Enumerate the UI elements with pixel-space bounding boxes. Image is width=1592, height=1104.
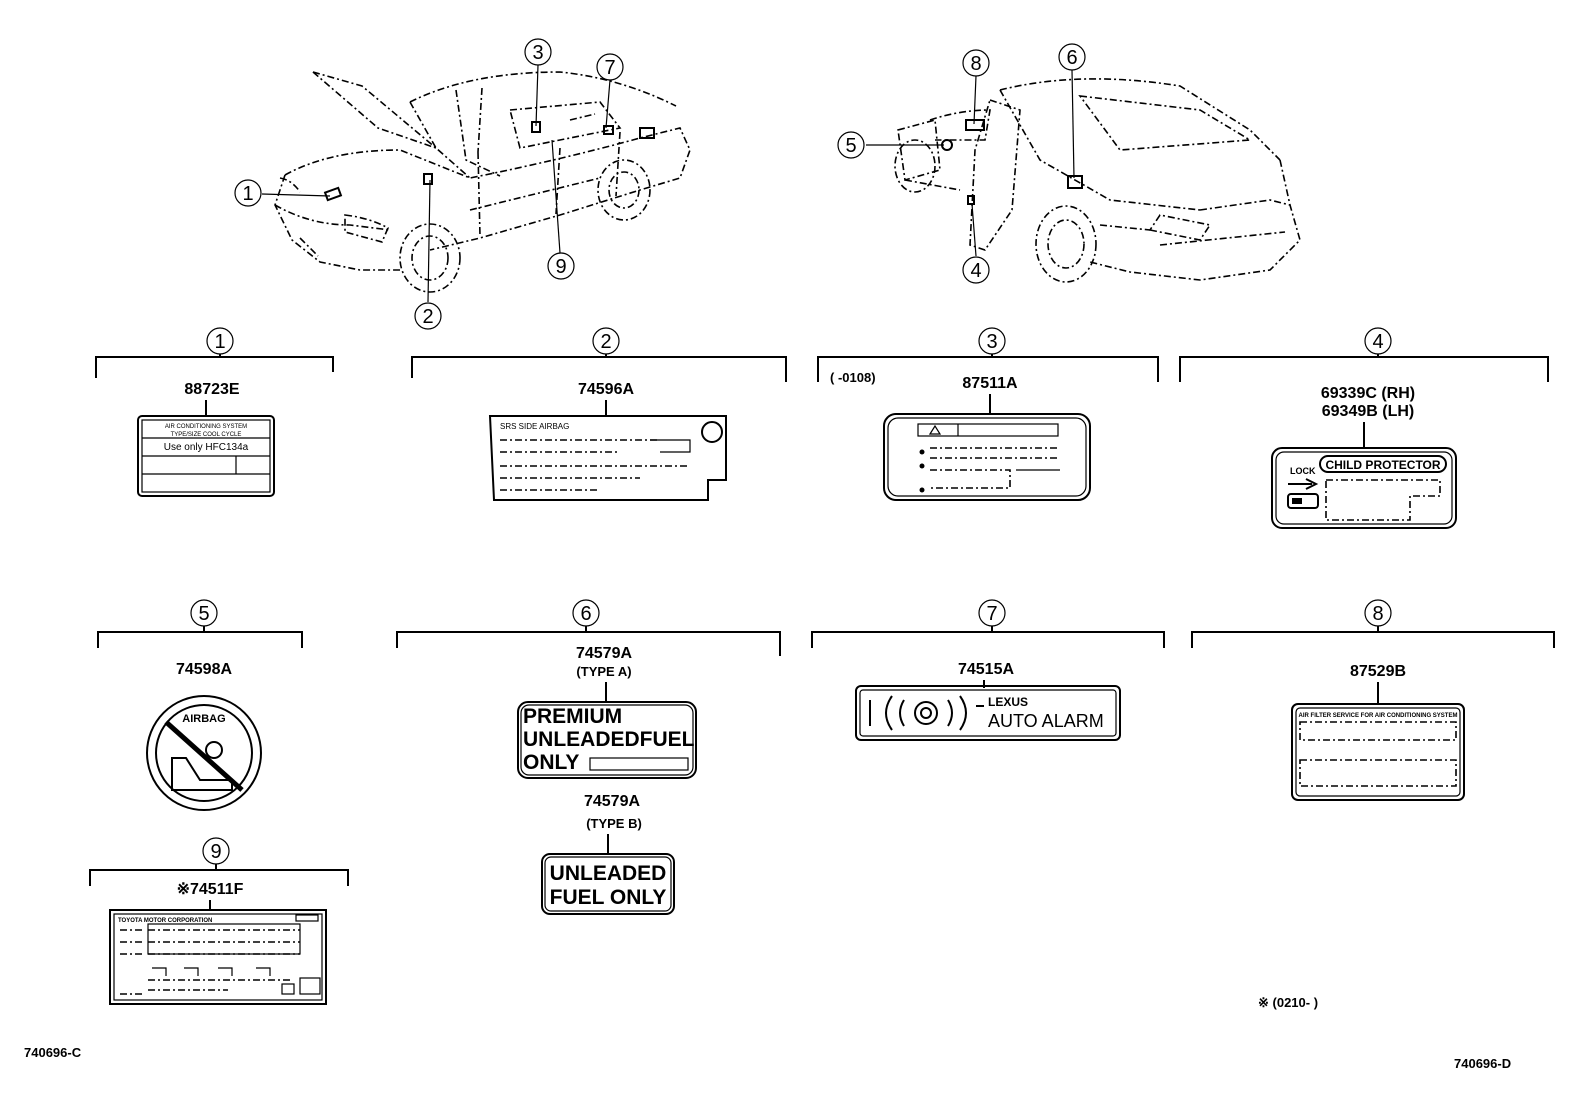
section-6: 6 74579A (TYPE A) PREMIUM UNLEADEDFUEL O… [396,599,781,915]
auto-alarm-label: LEXUS AUTO ALARM [855,685,1121,741]
callout-leaders [261,64,1075,303]
range-note-3: ( -0108) [830,370,876,385]
callout-9-car: 9 [547,252,575,280]
part-number-74579A-type-a: 74579A [576,645,632,662]
warning-label-3 [883,413,1091,501]
part-number-69339C: 69339C (RH) [1321,385,1415,402]
svg-text:TYPE/SIZE COOL CYCLE: TYPE/SIZE COOL CYCLE [171,432,242,438]
part-number-74515A: 74515A [958,661,1014,678]
svg-text:CHILD PROTECTOR: CHILD PROTECTOR [1325,458,1440,472]
svg-text:AIRBAG: AIRBAG [182,713,225,725]
no-airbag-child-seat-label: AIRBAG [146,695,262,811]
svg-text:1: 1 [214,331,225,353]
svg-text:4: 4 [970,260,981,282]
svg-text:UNLEADED: UNLEADED [550,862,667,885]
part-number-74596A: 74596A [578,381,634,398]
callout-5-car: 5 [837,131,865,159]
callout-7-car: 7 [596,53,624,81]
svg-text:7: 7 [986,603,997,625]
unleaded-fuel-only-label: UNLEADED FUEL ONLY [541,853,675,915]
svg-text:4: 4 [1372,331,1383,353]
car-callouts: 1 2 3 7 9 5 8 6 4 [234,38,1086,330]
svg-text:6: 6 [1066,47,1077,69]
svg-text:8: 8 [970,53,981,75]
section-3: 3 ( -0108) 87511A [817,327,1159,501]
rear-car-illustration [894,78,1301,283]
callout-6-car: 6 [1058,43,1086,71]
part-number-69349B: 69349B (LH) [1322,403,1414,420]
svg-text:LEXUS: LEXUS [988,695,1028,709]
svg-text:6: 6 [580,603,591,625]
svg-text:PREMIUM: PREMIUM [523,705,622,728]
callout-4-car: 4 [962,256,990,284]
svg-text:2: 2 [422,306,433,328]
svg-text:9: 9 [555,256,566,278]
ac-service-label: AIR FILTER SERVICE FOR AIR CONDITIONING … [1291,703,1465,801]
svg-text:2: 2 [600,331,611,353]
footnote-date-range: ※ (0210- ) [1258,995,1318,1010]
section-9: 9 ※74511F TOYOTA MOTOR CORPORATION [89,837,349,1005]
section-1: 1 88723E AIR CONDITIONING SYSTEM TYPE/SI… [95,327,334,497]
part-number-87529B: 87529B [1350,663,1406,680]
svg-text:5: 5 [198,603,209,625]
child-protector-label: LOCK CHILD PROTECTOR [1271,447,1457,529]
type-b: (TYPE B) [586,816,642,831]
callout-2-car: 2 [414,302,442,330]
part-number-87511A: 87511A [962,375,1018,392]
vehicle-info-label: TOYOTA MOTOR CORPORATION [109,909,327,1005]
svg-text:AUTO ALARM: AUTO ALARM [988,711,1104,731]
svg-text:AIR CONDITIONING SYSTEM: AIR CONDITIONING SYSTEM [165,424,247,430]
part-number-74579A-type-b: 74579A [584,793,640,810]
section-5: 5 74598A AIRBAG [97,599,303,811]
srs-side-airbag-label: SRS SIDE AIRBAG [488,415,727,501]
diagram-code-right: 740696-D [1454,1056,1511,1071]
part-number-74511F: ※74511F [177,881,244,898]
svg-text:SRS SIDE AIRBAG: SRS SIDE AIRBAG [500,422,569,431]
section-2: 2 74596A SRS SIDE AIRBAG [411,327,787,501]
svg-text:5: 5 [845,135,856,157]
premium-unleaded-label: PREMIUM UNLEADEDFUEL ONLY [517,701,697,779]
front-car-illustration [274,71,691,293]
ac-label: AIR CONDITIONING SYSTEM TYPE/SIZE COOL C… [137,415,275,497]
callout-3-car: 3 [524,38,552,66]
svg-text:AIR FILTER SERVICE FOR AIR CON: AIR FILTER SERVICE FOR AIR CONDITIONING … [1299,713,1458,719]
section-4: 4 69339C (RH) 69349B (LH) LOCK CHILD PRO… [1179,327,1549,529]
section-7: 7 74515A LEXUS AUTO ALARM [811,599,1165,741]
svg-text:Use only HFC134a: Use only HFC134a [164,442,249,453]
svg-text:TOYOTA MOTOR CORPORATION: TOYOTA MOTOR CORPORATION [118,918,212,924]
svg-text:ONLY: ONLY [523,751,579,774]
svg-text:7: 7 [604,57,615,79]
svg-text:3: 3 [986,331,997,353]
svg-text:UNLEADEDFUEL: UNLEADEDFUEL [523,728,695,751]
svg-text:1: 1 [242,183,253,205]
svg-text:FUEL ONLY: FUEL ONLY [550,886,667,909]
type-a: (TYPE A) [576,664,631,679]
svg-text:3: 3 [532,42,543,64]
part-number-74598A: 74598A [176,661,232,678]
section-8: 8 87529B AIR FILTER SERVICE FOR AIR COND… [1191,599,1555,801]
diagram-code-left: 740696-C [24,1045,82,1060]
callout-8-car: 8 [962,49,990,77]
svg-text:8: 8 [1372,603,1383,625]
callout-1-car: 1 [234,179,262,207]
svg-text:9: 9 [210,841,221,863]
svg-text:LOCK: LOCK [1290,466,1316,476]
part-number-88723E: 88723E [184,381,239,398]
